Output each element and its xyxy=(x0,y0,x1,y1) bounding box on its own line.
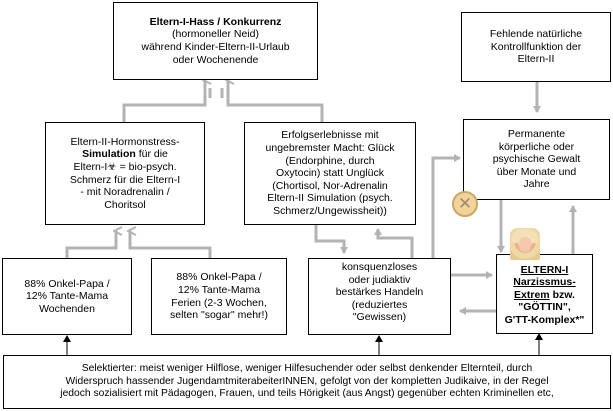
gewalt-line5: Jahre xyxy=(523,178,550,191)
gewalt-line1: Permanente xyxy=(507,128,566,141)
handeln-line3: bestärkes Handeln xyxy=(335,286,424,299)
wire-simulation-to-hass xyxy=(122,80,205,122)
select-line3: jedoch sozialisiert mit Pädagogen, Fraue… xyxy=(60,388,554,400)
handeln-line1: konsquenzloses xyxy=(341,261,418,273)
sim-line1: Eltern-II-Hormonstress- xyxy=(70,135,180,148)
onkel-we-line1: 88% Onkel-Papa / xyxy=(24,277,110,290)
handeln-line4: (reduziertes xyxy=(351,298,408,311)
handeln-line5: "Gewissen) xyxy=(352,311,407,324)
onkel-ferien-line1: 88% Onkel-Papa / xyxy=(176,271,262,284)
node-kontrollfunktion: Fehlende natürliche Kontrollfunktion der… xyxy=(461,12,611,82)
sim-line4: Schmerz für die Eltern-I xyxy=(69,173,181,186)
onkel-we-line3: Wochenden xyxy=(39,302,95,315)
sim-line6: Choritsol xyxy=(104,198,146,211)
portrait-face xyxy=(519,237,531,252)
erfolg-line5: (Chortisol, Nor-Adrenalin xyxy=(272,179,388,192)
node-hormonstress-simulation: Eltern-II-Hormonstress- Simulation für d… xyxy=(45,122,205,225)
erfolg-line1: Erfolgserlebnisse mit xyxy=(281,129,379,142)
node-hass-konkurrenz: Eltern-I-Hass / Konkurrenz (hormoneller … xyxy=(113,2,318,80)
erfolg-line3: (Endorphine, durch xyxy=(285,154,375,167)
narz-line4: "GÖTTIN", xyxy=(518,301,571,314)
onkel-ferien-line4: selten "sogar" mehr!) xyxy=(170,309,268,322)
goddess-portrait-icon xyxy=(510,228,540,260)
wire-onkel-ferien-to-sim xyxy=(130,231,212,258)
node-konsequenzloses-handeln: konsquenzloses oder judiaktiv bestärkes … xyxy=(308,258,451,335)
handeln-line2: oder judiaktiv xyxy=(348,273,411,286)
narz-line1: ELTERN-I xyxy=(520,263,569,276)
gewalt-line4: über Monate und xyxy=(496,165,577,178)
narz-line3: Extrem bzw. xyxy=(514,289,575,302)
wire-hass-split xyxy=(208,88,224,98)
node-eltern-narzissmus: ELTERN-I Narzissmus- Extrem bzw. "GÖTTIN… xyxy=(496,254,593,334)
onkel-ferien-line2: 12% Tante-Mama xyxy=(177,283,261,296)
hass-title: Eltern-I-Hass / Konkurrenz xyxy=(149,15,282,28)
gewalt-line2: körperliche oder xyxy=(498,140,575,153)
hass-line4: oder Wochenende xyxy=(172,53,259,66)
sim-line3: Eltern-I☣ = bio-psych. xyxy=(73,160,177,173)
narz-line3-rest: bzw. xyxy=(549,288,575,301)
wire-erfolg-to-hass xyxy=(228,80,324,122)
select-line1: Selektierter: meist weniger Hilflose, we… xyxy=(81,363,533,375)
narz-line2: Narzissmus- xyxy=(513,276,576,289)
narz-line3-bold: Extrem xyxy=(514,288,550,301)
sim-line2-bold: Simulation xyxy=(82,148,136,161)
node-permanente-gewalt: Permanente körperliche oder psychische G… xyxy=(463,119,610,200)
wire-onkel-we-to-sim xyxy=(65,231,116,258)
portrait-hair xyxy=(512,229,538,243)
select-line2: Widerspruch hassender Jugendamtmiterabei… xyxy=(65,375,549,387)
sim-line2: Simulation für die xyxy=(82,148,168,161)
erfolg-line6: Eltern-II Simulation (psych. xyxy=(267,192,393,205)
hass-line3: während Kinder-Eltern-II-Urlaub xyxy=(141,41,290,53)
node-onkel-papa-wochenenden: 88% Onkel-Papa / 12% Tante-Mama Wochende… xyxy=(2,258,132,335)
blocked-x-icon: ✕ xyxy=(452,191,478,217)
hass-line2: (hormoneller Neid) xyxy=(172,28,259,41)
node-erfolgserlebnisse: Erfolgserlebnisse mit ungebremster Macht… xyxy=(244,122,416,225)
erfolg-line4: Oxytocin) statt Unglück xyxy=(276,167,384,180)
erfolg-line7: Schmerz/Ungewissheit)) xyxy=(273,204,387,217)
node-onkel-papa-ferien: 88% Onkel-Papa / 12% Tante-Mama Ferien (… xyxy=(151,258,287,335)
wire-handeln-to-gewalt xyxy=(431,154,461,258)
sim-line2-rest: für die xyxy=(135,148,168,161)
narz-line5: G'TT-Komplex*" xyxy=(504,313,585,326)
node-selektierter: Selektierter: meist weniger Hilflose, we… xyxy=(3,355,611,409)
onkel-we-line2: 12% Tante-Mama xyxy=(25,290,109,303)
wire-handeln-to-erfolg xyxy=(374,228,414,258)
wire-erfolg-to-handeln xyxy=(314,225,348,254)
kontroll-line1: Fehlende natürliche xyxy=(489,28,583,41)
gewalt-line3: psychische Gewalt xyxy=(492,153,581,166)
onkel-ferien-line3: Ferien (2-3 Wochen, xyxy=(171,296,267,309)
sim-line5: - mit Noradrenalin / xyxy=(80,186,170,199)
kontroll-line3: Eltern-II xyxy=(517,53,555,66)
erfolg-line2: ungebremster Macht: Glück xyxy=(265,142,395,155)
kontroll-line2: Kontrollfunktion der xyxy=(490,40,582,53)
